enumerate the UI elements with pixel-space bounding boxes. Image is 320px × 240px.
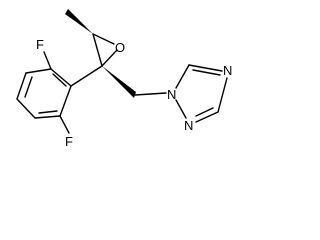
ring-double-bond-2 [38,110,58,114]
oxygen-label: O [115,40,125,55]
bond-c-f-top [43,51,52,70]
bond-ch2-to-triazole [134,92,167,96]
triazole-bond-n1-c5 [175,64,190,89]
triazole-bond-c3-n2 [195,111,219,123]
triazole-n1-label: N [167,87,176,102]
triazole-double-c3-n2 [195,107,214,117]
ring-bond-meta1-para [16,72,27,100]
epoxide-ring: O [92,33,125,67]
difluorophenyl-ring [16,68,72,119]
epoxide-bond-c-o-right [101,49,118,67]
ring-bond-ortho1-meta1 [25,68,52,74]
ring-bond-meta2-ortho2 [34,115,61,119]
triazole-bond-n2-n1 [175,99,187,119]
bond-aryl-to-epoxide [70,65,103,87]
ring-double-bond-1 [24,76,33,98]
epoxide-bond-c-o-left [92,33,115,45]
triazole-bond-c5-n4 [188,64,223,72]
ring-bond-ortho2-ipso [59,85,72,117]
fluorine-bottom-label: F [65,134,73,149]
bond-c-f-bottom [59,115,70,134]
methylene-wedge-bond [102,66,136,98]
fluorine-top-label: F [36,37,44,52]
triazole-ring: N N N [167,63,232,133]
ring-bond-ipso-ortho1 [50,68,72,87]
ring-bond-para-meta2 [16,98,36,119]
triazole-n4-label: N [223,63,232,78]
triazole-double-c5-n4 [192,69,221,76]
molecule-structure: F F O N N N [16,9,232,149]
triazole-n2-label: N [184,118,193,133]
methyl-wedge-bond [65,9,93,34]
triazole-bond-n4-c3 [217,77,228,113]
epoxide-bond-c-c [92,33,103,67]
ring-double-bond-3 [52,73,67,87]
